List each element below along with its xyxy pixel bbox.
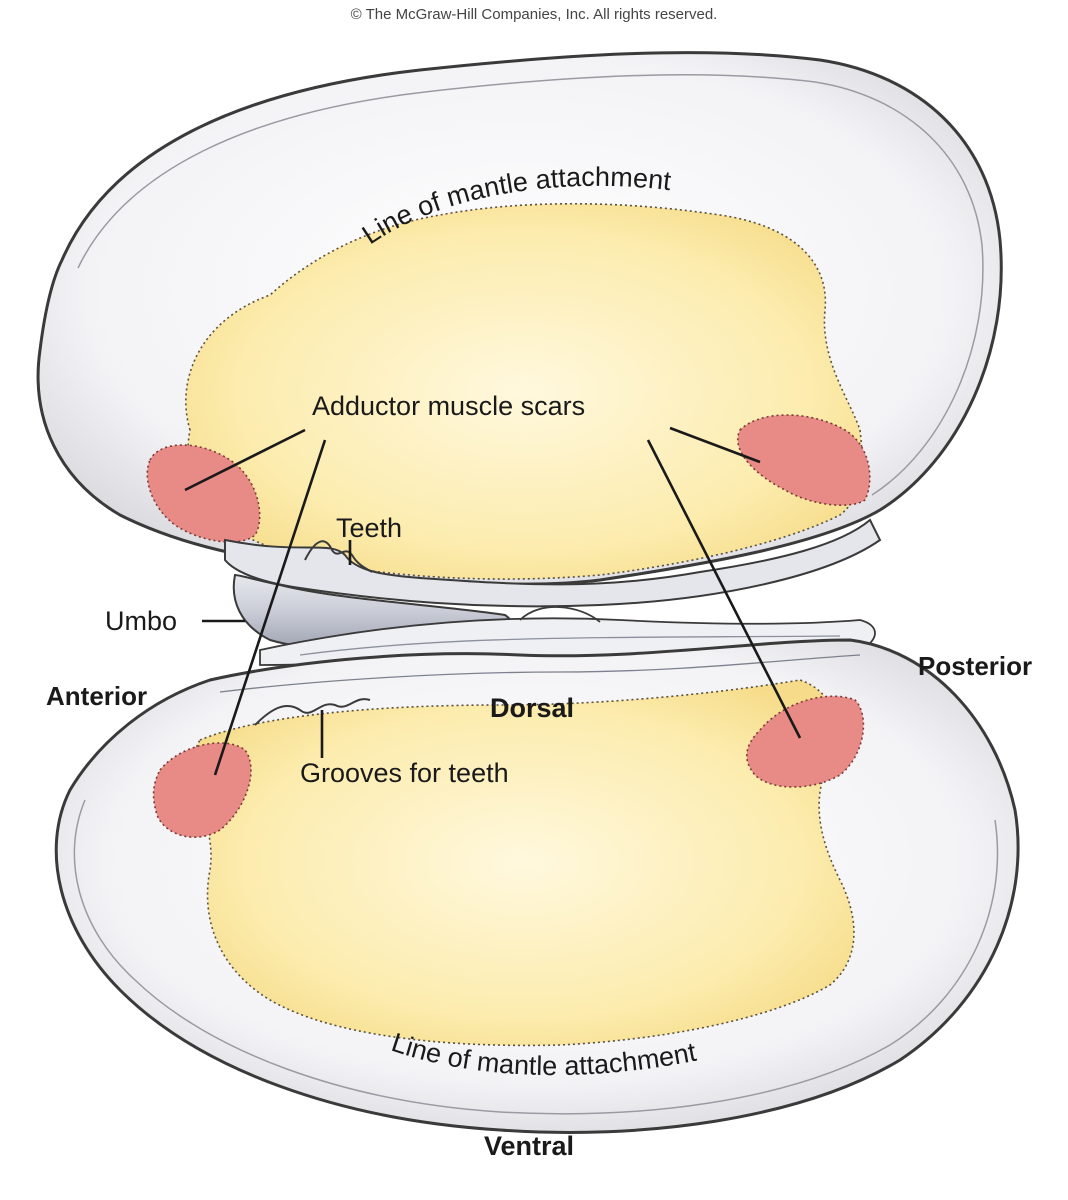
top-posterior-muscle-scar: [737, 414, 871, 506]
copyright-text: © The McGraw-Hill Companies, Inc. All ri…: [351, 6, 718, 23]
umbo-label: Umbo: [105, 606, 177, 636]
top-valve: [36, 51, 1003, 608]
dorsal-label: Dorsal: [490, 693, 574, 723]
leader-adductor-bottom-posterior: [646, 439, 802, 739]
bottom-posterior-muscle-scar: [746, 695, 865, 788]
leader-adductor-bottom-anterior: [213, 439, 327, 776]
grooves-icon: [254, 698, 371, 726]
teeth-label: Teeth: [336, 513, 402, 543]
bottom-anterior-muscle-scar: [152, 742, 252, 838]
top-anterior-muscle-scar: [146, 444, 261, 543]
adductor-scars-label: Adductor muscle scars: [312, 391, 585, 421]
posterior-label: Posterior: [918, 651, 1032, 681]
teeth-icon: [304, 540, 373, 573]
leader-adductor-top-anterior: [184, 428, 306, 492]
ventral-label: Ventral: [484, 1131, 574, 1161]
leader-lines: [184, 426, 802, 776]
leader-adductor-top-posterior: [669, 426, 761, 464]
grooves-label: Grooves for teeth: [300, 758, 509, 788]
bottom-valve-interior: [193, 679, 855, 1047]
anterior-label: Anterior: [46, 681, 147, 711]
bottom-valve: [54, 638, 1020, 1134]
